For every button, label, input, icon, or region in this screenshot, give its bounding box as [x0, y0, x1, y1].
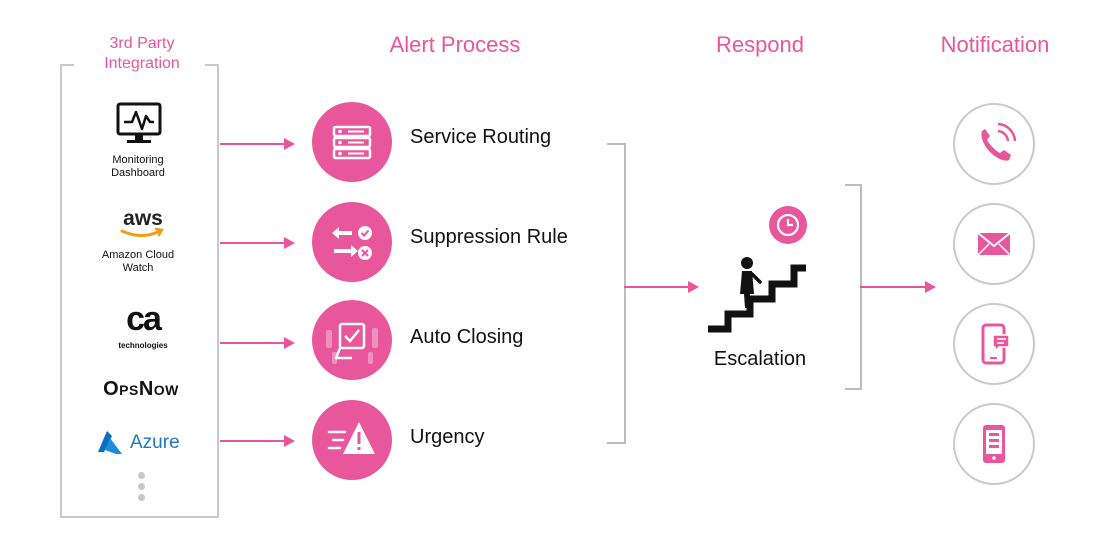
panel-top-left-line: [60, 64, 74, 66]
respond-heading: Respond: [715, 32, 805, 57]
arrowhead-routing: [284, 138, 295, 150]
azure-icon: [96, 430, 124, 456]
suppression-rule-label: Suppression Rule: [410, 226, 568, 248]
email-icon: [977, 232, 1011, 256]
process-bracket: [607, 143, 626, 444]
aws-label: Amazon Cloud Watch: [101, 249, 175, 274]
suppression-rule-node: [312, 202, 392, 282]
mobile-app-icon: [983, 425, 1005, 463]
service-routing-node: [312, 102, 392, 182]
phone-call-icon: [981, 122, 1017, 161]
more-dot-2: [138, 483, 145, 490]
opsnow-logo: OpsNow: [103, 378, 179, 400]
arrow-to-routing: [220, 143, 285, 145]
ca-logo: ca: [126, 300, 162, 338]
arrowhead-escalation: [688, 281, 699, 293]
alert-process-heading: Alert Process: [389, 32, 521, 57]
urgency-label: Urgency: [410, 426, 485, 448]
suppression-arrows-icon: [332, 226, 372, 260]
urgency-node: [312, 400, 392, 480]
aws-smile-icon: [118, 227, 168, 239]
mobile-app-node: [953, 403, 1035, 485]
auto-close-check-icon: [326, 322, 378, 364]
aws-logo: aws: [123, 207, 163, 230]
arrow-to-urgency: [220, 440, 285, 442]
integration-panel: [60, 64, 219, 518]
integration-heading: 3rd Party Integration: [104, 35, 180, 72]
more-dot-3: [138, 494, 145, 501]
notification-heading: Notification: [940, 32, 1050, 57]
auto-closing-node: [312, 300, 392, 380]
sms-icon: [981, 323, 1010, 365]
escalation-stairs-icon: [706, 256, 812, 334]
arrow-to-escalation: [624, 286, 688, 288]
auto-closing-label: Auto Closing: [410, 326, 524, 348]
escalation-label: Escalation: [713, 348, 807, 370]
arrow-to-notifications: [860, 286, 926, 288]
monitoring-label: Monitoring Dashboard: [111, 154, 165, 179]
azure-label: Azure: [130, 432, 180, 453]
panel-top-right-line: [205, 64, 219, 66]
arrowhead-urgency: [284, 435, 295, 447]
arrowhead-autoclose: [284, 337, 295, 349]
arrowhead-notifications: [925, 281, 936, 293]
monitor-icon: [114, 102, 164, 146]
more-dot-1: [138, 472, 145, 479]
arrowhead-suppression: [284, 237, 295, 249]
service-routing-label: Service Routing: [410, 126, 552, 148]
arrow-to-suppression: [220, 242, 285, 244]
arrow-to-autoclose: [220, 342, 285, 344]
phone-call-node: [953, 103, 1035, 185]
warning-speed-icon: [327, 422, 375, 454]
clock-icon: [769, 206, 807, 244]
sms-node: [953, 303, 1035, 385]
email-node: [953, 203, 1035, 285]
server-rack-icon: [332, 125, 372, 160]
ca-subtitle: technologies: [118, 341, 168, 350]
